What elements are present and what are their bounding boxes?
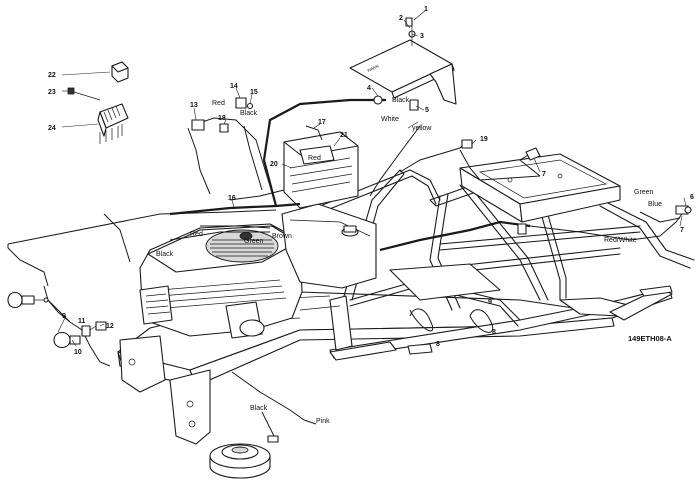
callout-22: 22 <box>48 72 56 79</box>
rear-tray <box>459 153 621 223</box>
callout-2: 2 <box>399 15 403 22</box>
callout-19: 19 <box>480 136 488 143</box>
callout-13: 13 <box>190 102 198 109</box>
label-red-white: Red/White <box>604 237 637 244</box>
callout-3: 3 <box>420 33 424 40</box>
callout-17: 17 <box>318 119 326 126</box>
label-red-left: Red <box>190 231 203 238</box>
label-blue: Blue <box>648 201 662 208</box>
label-white: White <box>381 116 399 123</box>
label-red-20: Red <box>308 155 321 162</box>
callout-15: 15 <box>250 89 258 96</box>
callout-6: 6 <box>690 194 694 201</box>
label-green-right: Green <box>634 189 654 196</box>
leader-lines <box>57 9 687 347</box>
label-black-engine: Black <box>156 251 174 258</box>
label-black-bottom: Black <box>250 405 268 412</box>
label-black-18: Black <box>240 110 258 117</box>
label-brown: Brown <box>272 233 292 240</box>
callout-1: 1 <box>424 6 428 13</box>
drawing-code: 149ETH08-A <box>628 334 672 343</box>
callout-18: 18 <box>218 115 226 122</box>
top-left-parts <box>67 61 129 144</box>
callout-7-rear: 7 <box>542 171 546 178</box>
callout-21: 21 <box>340 132 348 139</box>
top-mounting-plate: WARN <box>349 39 457 105</box>
label-black-top: Black <box>392 97 410 104</box>
callout-23: 23 <box>48 89 56 96</box>
label-red-14: Red <box>212 100 225 107</box>
label-yellow: yellow <box>412 125 432 132</box>
callout-5: 5 <box>425 107 429 114</box>
callout-24: 24 <box>48 125 56 132</box>
callout-20: 20 <box>270 161 278 168</box>
callout-9-left: 9 <box>62 313 66 320</box>
callout-14: 14 <box>230 83 238 90</box>
callout-16: 16 <box>228 195 236 202</box>
label-pink: Pink <box>316 418 330 425</box>
callout-12: 12 <box>106 323 114 330</box>
wire-color-labels: Black White yellow Red Black Red Green B… <box>156 97 662 425</box>
callout-8-right: 8 <box>492 329 496 336</box>
label-green-mid: Green <box>244 238 264 245</box>
callout-7-right: 7 <box>680 227 684 234</box>
part-callouts: 1 2 3 4 5 6 7 7 8 8 9 9 10 11 12 13 14 1… <box>48 6 694 356</box>
callout-4: 4 <box>367 85 371 92</box>
left-connectors <box>7 291 107 349</box>
callout-11: 11 <box>78 318 86 325</box>
engine <box>139 131 377 339</box>
callout-8-left: 8 <box>436 341 440 348</box>
callout-9-right: 9 <box>488 299 492 306</box>
callout-10: 10 <box>74 349 82 356</box>
svg-text:WARN: WARN <box>366 63 379 73</box>
pto-clutch <box>209 435 279 479</box>
wire-harness <box>7 98 683 441</box>
